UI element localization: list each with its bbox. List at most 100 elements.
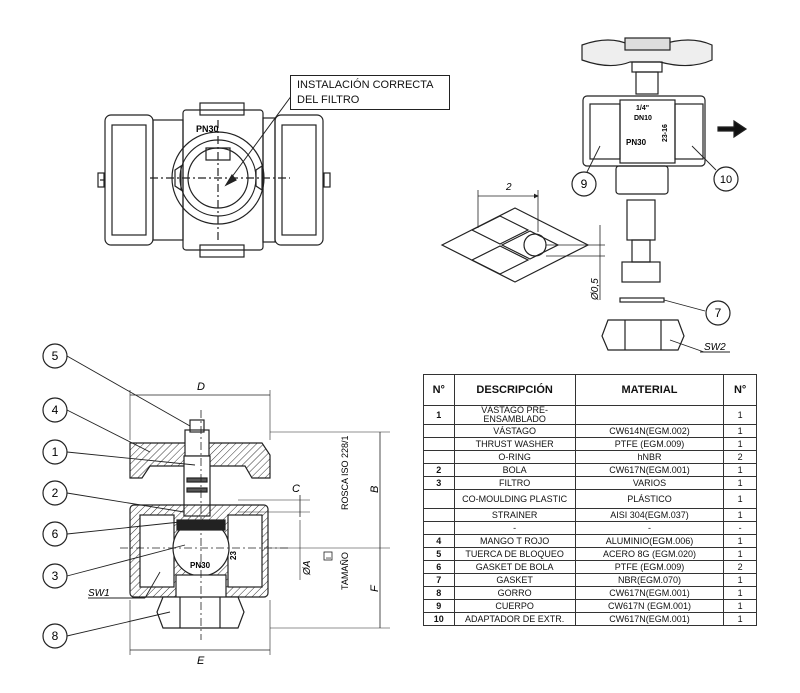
row-material: CW617N(EGM.001)	[574, 586, 725, 600]
dimension-tamano-box: I	[326, 557, 333, 559]
row-qty: 1	[723, 573, 757, 587]
row-qty: 1	[723, 437, 757, 451]
callout-numbers: 5 4 1 2 6 3 8 9 10 7	[52, 174, 732, 643]
row-desc: STRAINER	[453, 508, 576, 522]
dimension-sw1: SW1	[88, 588, 110, 599]
row-qty: 1	[723, 586, 757, 600]
row-no	[423, 521, 455, 535]
callout-9: 9	[581, 177, 588, 191]
header-description: DESCRIPCIÓN	[453, 374, 576, 406]
callout-bubbles	[42, 166, 739, 649]
row-material: ALUMINIO(EGM.006)	[574, 534, 725, 548]
row-no: 8	[423, 586, 455, 600]
callout-6: 6	[52, 527, 59, 541]
exploded-dn-marking: DN10	[634, 115, 652, 122]
dimension-f: F	[369, 584, 381, 592]
row-qty: 2	[723, 560, 757, 574]
dimension-b: B	[369, 486, 381, 493]
callout-1: 1	[52, 445, 59, 459]
top-view-pn-marking: PN30	[196, 124, 219, 134]
row-qty: 1	[723, 547, 757, 561]
callout-3: 3	[52, 569, 59, 583]
exploded-pn-marking: PN30	[626, 138, 647, 147]
row-desc: MANGO T ROJO	[453, 534, 576, 548]
dimension-sw2: SW2	[704, 342, 726, 353]
dimension-wire: Ø0,5	[590, 278, 601, 301]
row-material: hNBR	[574, 450, 725, 464]
table-row: ---	[423, 521, 757, 535]
row-material: CW614N(EGM.002)	[574, 424, 725, 438]
dimension-mesh: 2	[505, 182, 512, 193]
row-material: AISI 304(EGM.037)	[574, 508, 725, 522]
row-no: 5	[423, 547, 455, 561]
row-material: CW617N(EGM.001)	[574, 612, 725, 626]
row-qty: 2	[723, 450, 757, 464]
row-material: -	[574, 521, 725, 535]
row-qty: 1	[723, 599, 757, 613]
row-no	[423, 424, 455, 438]
exploded-flow-marking: 23-16	[662, 124, 669, 142]
row-desc: FILTRO	[453, 476, 576, 490]
callout-4: 4	[52, 403, 59, 417]
dimension-phi-a: ØA	[302, 560, 313, 576]
row-no: 10	[423, 612, 455, 626]
row-material: ACERO 8G (EGM.020)	[574, 547, 725, 561]
note-line-2: DEL FILTRO	[297, 94, 360, 106]
row-no: 6	[423, 560, 455, 574]
exploded-thread-marking: 1/4"	[636, 105, 649, 112]
section-view	[66, 355, 390, 655]
header-qty: N°	[723, 374, 757, 406]
row-material: NBR(EGM.070)	[574, 573, 725, 587]
callout-10: 10	[720, 174, 732, 186]
row-desc: CO-MOULDING PLASTIC	[453, 489, 576, 509]
row-desc: -	[453, 521, 576, 535]
dimension-d: D	[197, 381, 205, 393]
callout-2: 2	[52, 486, 59, 500]
row-no: 9	[423, 599, 455, 613]
row-desc: O-RING	[453, 450, 576, 464]
row-qty: 1	[723, 508, 757, 522]
row-desc: GORRO	[453, 586, 576, 600]
row-no: 3	[423, 476, 455, 490]
note-line-1: INSTALACIÓN CORRECTA	[297, 79, 434, 91]
row-no	[423, 450, 455, 464]
row-no: 4	[423, 534, 455, 548]
row-desc: VÁSTAGO PRE-ENSAMBLADO	[453, 405, 576, 425]
callout-7: 7	[715, 306, 722, 320]
row-desc: CUERPO	[453, 599, 576, 613]
row-desc: ADAPTADOR DE EXTR.	[453, 612, 576, 626]
dimension-tamano: TAMAÑO	[340, 552, 350, 590]
section-size-marking: 23	[229, 551, 238, 560]
row-no: 7	[423, 573, 455, 587]
parts-table-header: N° DESCRIPCIÓN MATERIAL N°	[423, 374, 757, 406]
row-qty: 1	[723, 534, 757, 548]
dimension-e: E	[197, 655, 205, 667]
row-qty: 1	[723, 463, 757, 477]
row-qty: 1	[723, 476, 757, 490]
row-no: 2	[423, 463, 455, 477]
row-material: PTFE (EGM.009)	[574, 437, 725, 451]
row-no	[423, 508, 455, 522]
row-no: 1	[423, 405, 455, 425]
row-desc: THRUST WASHER	[453, 437, 576, 451]
row-material: VARIOS	[574, 476, 725, 490]
top-view	[97, 94, 331, 258]
row-qty: -	[723, 521, 757, 535]
exploded-view	[440, 37, 748, 353]
row-material: PLÁSTICO	[574, 489, 725, 509]
filter-install-note: INSTALACIÓN CORRECTA DEL FILTRO	[290, 75, 450, 110]
